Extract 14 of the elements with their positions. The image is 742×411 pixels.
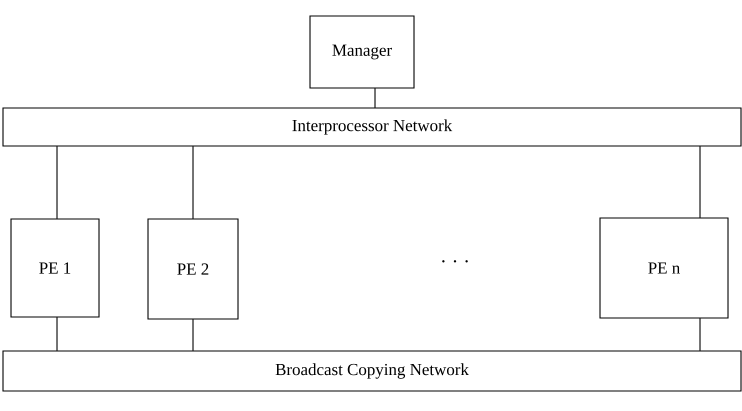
ellipsis: · · · xyxy=(442,260,468,262)
processor-box: PE 2 xyxy=(147,218,239,320)
processor-box: PE n xyxy=(599,217,729,319)
network-band: Interprocessor Network xyxy=(2,107,742,147)
manager-box: Manager xyxy=(309,15,415,89)
connector-line xyxy=(56,318,58,350)
connector-line xyxy=(699,146,701,218)
connector-line xyxy=(699,318,701,350)
processor-box: PE 1 xyxy=(10,218,100,318)
connector-line xyxy=(192,320,194,350)
network-band: Broadcast Copying Network xyxy=(2,350,742,392)
connector-line xyxy=(374,88,376,108)
connector-line xyxy=(56,146,58,218)
connector-line xyxy=(192,146,194,218)
